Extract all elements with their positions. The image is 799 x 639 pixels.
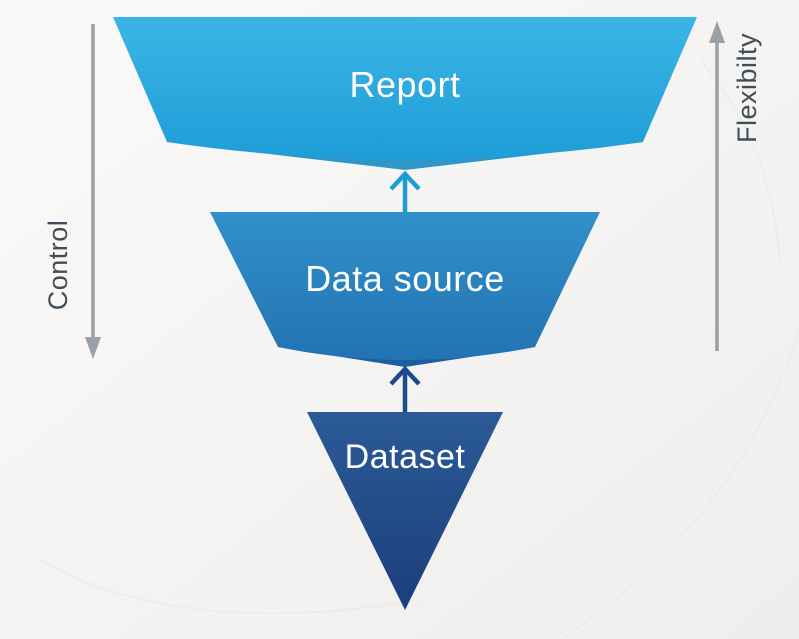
arrow-up-head-icon xyxy=(389,170,421,191)
funnel-layer-report: Report xyxy=(113,17,697,170)
control-axis: Control xyxy=(43,24,101,359)
arrow-up-head-icon xyxy=(389,365,421,386)
control-label: Control xyxy=(43,220,73,311)
arrow-dataset-to-datasource xyxy=(389,365,421,417)
arrow-datasource-to-report xyxy=(389,170,421,216)
dataset-label: Dataset xyxy=(345,438,466,476)
up-arrowhead-icon xyxy=(709,21,725,43)
funnel-layer-datasource: Data source xyxy=(210,212,600,367)
datasource-shape xyxy=(210,212,600,360)
down-arrowhead-icon xyxy=(85,337,101,359)
report-label: Report xyxy=(349,64,460,105)
flexibility-axis: Flexibilty xyxy=(709,21,762,351)
dataset-shape xyxy=(307,412,503,610)
datasource-label: Data source xyxy=(305,258,505,299)
flexibility-label: Flexibilty xyxy=(732,33,762,143)
funnel-layer-dataset: Dataset xyxy=(307,412,503,610)
report-shape xyxy=(113,17,697,160)
